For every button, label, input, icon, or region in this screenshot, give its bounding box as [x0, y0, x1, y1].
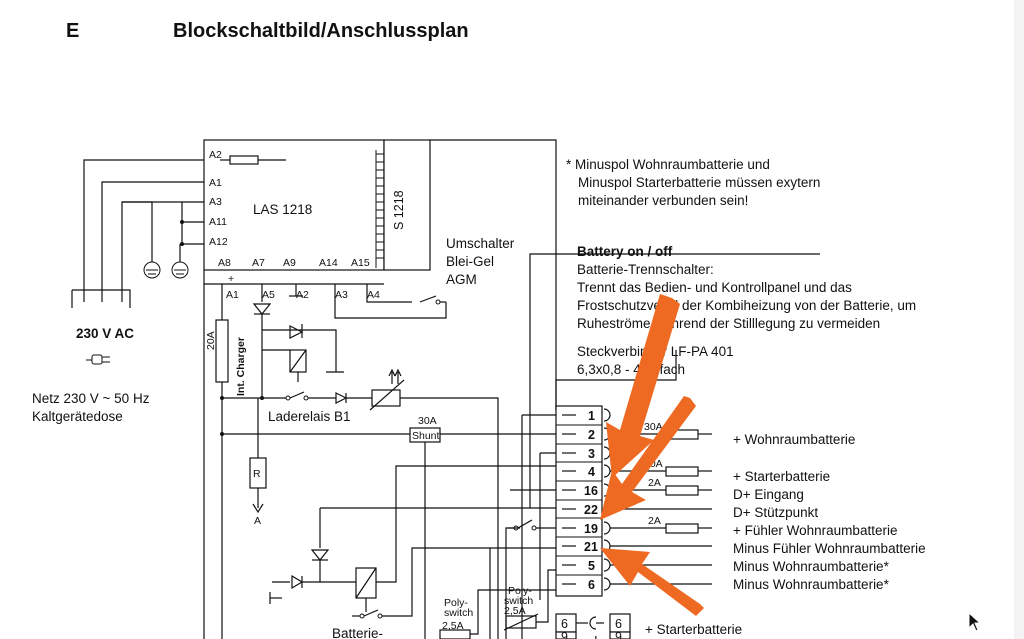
pin-number-16: 16 [584, 484, 598, 498]
polyswitch2-rating: 2,5A [504, 605, 526, 617]
fuse-20a-label: 20A [205, 331, 217, 350]
umschalter-switch [334, 139, 557, 410]
relay-label: Laderelais B1 [268, 409, 351, 424]
note-line3: miteinander verbunden sein! [578, 193, 748, 208]
module-comb [375, 150, 384, 268]
pin2-label: + Wohnraumbatterie [733, 432, 855, 447]
s-1218-label: S 1218 [392, 190, 406, 230]
mains-description-line1: Netz 230 V ~ 50 Hz [32, 391, 150, 406]
pin-number-5: 5 [588, 559, 595, 573]
battery-switch-heading: Battery on / off [577, 244, 673, 259]
bottom-left-pin-bottom: 9 [561, 630, 568, 639]
battery-switch-wiring [505, 253, 820, 639]
bottom-right-pin-top: 6 [615, 617, 622, 631]
connector-spec: 6,3x0,8 - 4x6-fach [577, 362, 685, 377]
terminal-a3: A3 [209, 196, 222, 208]
pin19-fuse: 2A [648, 515, 661, 527]
mains-voltage-label: 230 V AC [76, 326, 134, 341]
mains-description-line2: Kaltgerätedose [32, 409, 123, 424]
polyswitch1-rating: 2,5A [442, 620, 464, 632]
las-1218-label: LAS 1218 [253, 202, 312, 217]
pin-number-6: 6 [588, 578, 595, 592]
terminal-a14: A14 [319, 257, 338, 269]
terminal-bottom-a5: A5 [262, 289, 275, 301]
battery-switch-line2: Trennt das Bedien- und Kontrollpanel und… [577, 280, 852, 295]
pin-number-1: 1 [588, 409, 595, 423]
resistor-ground-letter: A [254, 515, 261, 527]
shunt-label: Shunt [412, 430, 440, 442]
pin4-label: + Starterbatterie [733, 469, 830, 484]
battery-relay-label: Batterie- [332, 626, 383, 639]
vertical-scrollbar[interactable] [1014, 0, 1024, 639]
mouse-cursor-icon [968, 612, 982, 632]
mains-wiring [71, 159, 204, 308]
annotation-arrows [600, 294, 704, 616]
battery-switch-line3: Frostschutzventil der Kombiheizung von d… [577, 298, 916, 313]
pin19-label: + Fühler Wohnraumbatterie [733, 523, 897, 538]
pin-number-4: 4 [588, 465, 595, 479]
terminal-a12: A12 [209, 236, 228, 248]
polyswitch2-label1: Poly- [508, 585, 532, 597]
pin22-label: D+ Stützpunkt [733, 505, 818, 520]
bottom-left-pin-top: 6 [561, 617, 568, 631]
int-charger-label: Int. Charger [235, 337, 247, 396]
resistor-label: R [253, 468, 261, 480]
bottom-connector: 6 9 6 9 [555, 613, 631, 639]
section-letter: E [66, 20, 80, 42]
polyswitch1-label1: Poly- [444, 597, 468, 609]
pin16-label: D+ Eingang [733, 487, 804, 502]
plus-mark: + [228, 273, 234, 285]
terminal-a15: A15 [351, 257, 370, 269]
page-title: Blockschaltbild/Anschlussplan [173, 20, 469, 42]
shunt-rating: 30A [418, 415, 437, 427]
arrow-to-pin-5 [600, 548, 704, 616]
switch-label-line3: AGM [446, 272, 477, 287]
plug-icon [86, 354, 110, 365]
terminal-a7: A7 [252, 257, 265, 269]
connector-block [555, 405, 611, 597]
terminal-a1: A1 [209, 177, 222, 189]
terminal-a11: A11 [209, 216, 227, 228]
pin-number-22: 22 [584, 503, 598, 517]
s-1218-box [383, 139, 431, 271]
bottom-right-pin-bottom: 9 [615, 630, 622, 639]
terminal-a2: A2 [209, 149, 222, 161]
pin16-fuse: 2A [648, 477, 661, 489]
terminal-bottom-a3: A3 [335, 289, 348, 301]
battery-switch-line1: Batterie-Trennschalter: [577, 262, 714, 277]
pin-number-21: 21 [584, 540, 598, 554]
bottom-connector-label: + Starterbatterie [645, 622, 742, 637]
pin21-label: Minus Fühler Wohnraumbatterie [733, 541, 926, 556]
terminal-a8: A8 [218, 257, 231, 269]
polyswitch1-label2: switch [444, 607, 473, 619]
terminal-bottom-a1: A1 [226, 289, 239, 301]
terminal-bottom-a2: A2 [296, 289, 309, 301]
battery-switch-line4: Ruheströme während der Stilllegung zu ve… [577, 316, 880, 331]
terminal-a9: A9 [283, 257, 296, 269]
pin-number-3: 3 [588, 447, 595, 461]
pin6-label: Minus Wohnraumbatterie* [733, 577, 890, 592]
terminal-bottom-a4: A4 [367, 289, 380, 301]
pin-number-19: 19 [584, 522, 598, 536]
pin5-label: Minus Wohnraumbatterie* [733, 559, 890, 574]
pin-number-2: 2 [588, 428, 595, 442]
polyswitch2-label2: switch [504, 595, 533, 607]
las-1218-unit: LAS 1218 S 1218 [203, 139, 431, 639]
note-line1: * Minuspol Wohnraumbatterie und [566, 157, 770, 172]
pin2-fuse: 30A [644, 421, 663, 433]
arrow-to-pin-4 [606, 294, 680, 478]
switch-label-line1: Umschalter [446, 236, 515, 251]
note-line2: Minuspol Starterbatterie müssen exytern [578, 175, 820, 190]
internal-charger: 20A Int. Charger [205, 284, 556, 639]
switch-label-line2: Blei-Gel [446, 254, 494, 269]
arrow-to-pin-22 [600, 396, 696, 520]
